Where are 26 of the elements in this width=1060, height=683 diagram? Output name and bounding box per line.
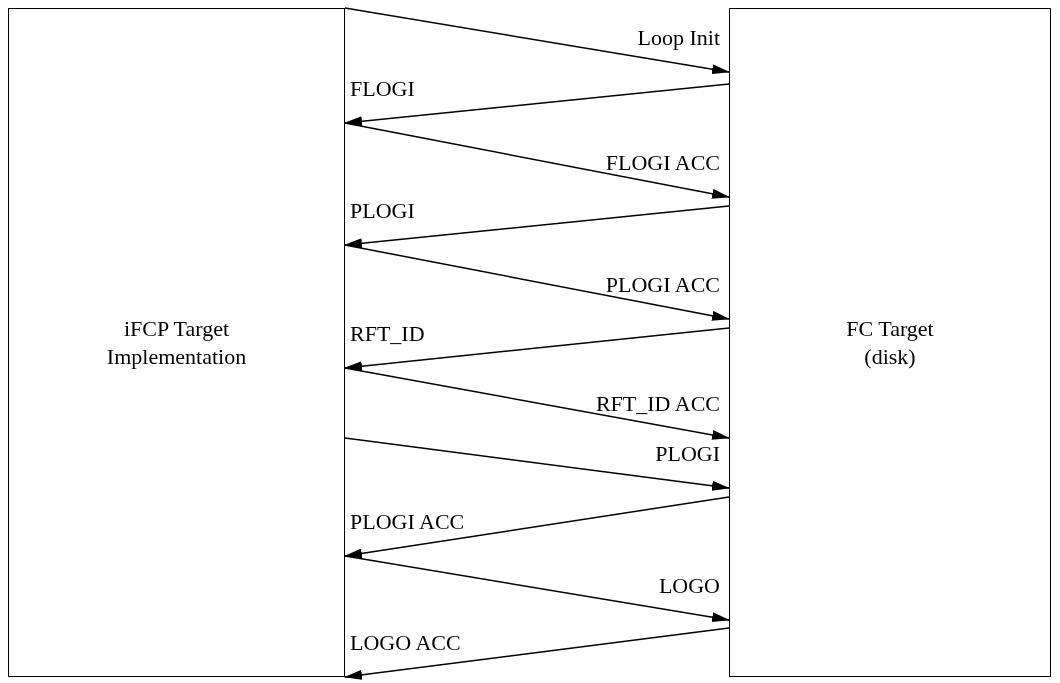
edge-label: LOGO	[658, 574, 720, 598]
arrow	[344, 627, 730, 680]
arrow	[344, 437, 730, 491]
edge-label: LOGO ACC	[350, 631, 461, 655]
edge-label: PLOGI	[655, 442, 720, 466]
arrow	[344, 244, 730, 321]
edge-label: RFT_ID ACC	[595, 392, 720, 416]
edge-label: FLOGI ACC	[605, 151, 720, 175]
edge-label: Loop Init	[637, 26, 720, 50]
arrow	[344, 327, 730, 372]
edge-label: PLOGI	[350, 199, 415, 223]
arrow	[344, 496, 730, 559]
participant-box	[729, 8, 1051, 677]
edge-label: RFT_ID	[350, 322, 425, 346]
edge-label: PLOGI ACC	[350, 510, 465, 534]
arrow	[344, 7, 730, 75]
arrow	[344, 367, 730, 440]
participant-label: iFCP Target Implementation	[106, 314, 247, 371]
arrow	[344, 122, 730, 199]
participant-box	[8, 8, 345, 677]
edge-label: PLOGI ACC	[605, 273, 720, 297]
arrow	[344, 83, 730, 127]
participant-label: FC Target (disk)	[845, 314, 935, 371]
arrow	[344, 205, 730, 249]
edge-label: FLOGI	[350, 77, 415, 101]
arrow	[344, 555, 730, 623]
